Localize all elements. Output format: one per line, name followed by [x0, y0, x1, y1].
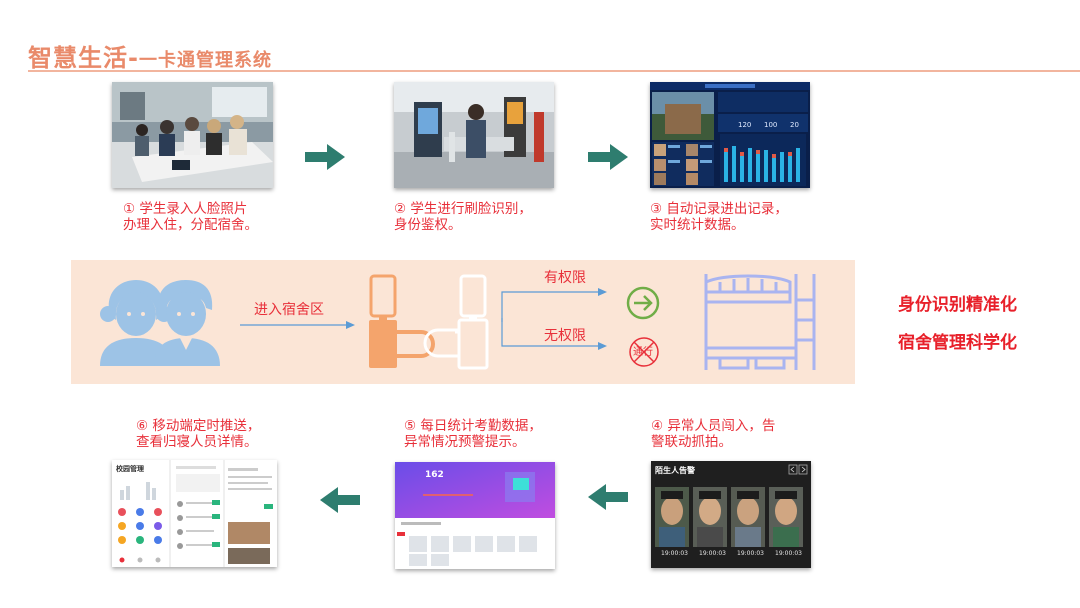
capture-time-4: 19:00:03 — [775, 550, 802, 557]
dashboard-count-1: 120 — [738, 121, 752, 129]
photo-face-gate — [394, 82, 554, 188]
stranger-alert-screenshot: 陌生人告警 19:00:03 19:00:03 19:00:03 19:00:0… — [651, 461, 811, 568]
step3-caption: ③ 自动记录进出记录， 实时统计数据。 — [650, 201, 788, 233]
no-entry-icon — [629, 337, 659, 367]
dashboard-screenshot: 120 100 20 — [650, 82, 810, 188]
has-permission-label: 有权限 — [544, 270, 586, 286]
title-sub: 一卡通管理系统 — [138, 50, 272, 71]
page-title: 智慧生活-一卡通管理系统 — [28, 38, 272, 73]
branch-arrows-icon — [501, 288, 607, 350]
flow-arrow-icon — [240, 321, 355, 329]
attendance-report-screenshot: 162 — [395, 462, 555, 569]
step4-caption: ④ 异常人员闯入，告 警联动抓拍。 — [651, 418, 776, 450]
dashboard-count-3: 20 — [790, 121, 799, 129]
no-permission-label: 无权限 — [544, 328, 586, 344]
students-icon — [100, 280, 220, 366]
title-main: 智慧生活- — [28, 44, 139, 72]
no-pass-label: 通行 — [633, 347, 653, 358]
tagline-identity: 身份识别精准化 — [898, 295, 1017, 315]
title-divider — [28, 70, 1080, 72]
capture-time-1: 19:00:03 — [661, 550, 688, 557]
step6-caption: ⑥ 移动端定时推送， 查看归寝人员详情。 — [136, 418, 261, 450]
arrow-right-icon — [305, 144, 345, 170]
arrow-right-icon — [588, 144, 628, 170]
mobile-app-screenshot: 校园管理 — [112, 460, 277, 567]
step5-caption: ⑤ 每日统计考勤数据， 异常情况预警提示。 — [404, 418, 542, 450]
mobile-app-title: 校园管理 — [116, 465, 144, 473]
arrow-left-icon — [588, 484, 628, 510]
turnstile-gate-icon — [455, 274, 489, 370]
tagline-management: 宿舍管理科学化 — [898, 333, 1017, 353]
enter-dorm-label: 进入宿舍区 — [254, 302, 324, 318]
alert-panel-title: 陌生人告警 — [655, 466, 695, 475]
attendance-value: 162 — [425, 470, 444, 480]
gate-barrier-icon — [423, 328, 458, 358]
dashboard-count-2: 100 — [764, 121, 778, 129]
step2-caption: ② 学生进行刷脸识别， 身份鉴权。 — [394, 201, 532, 233]
bunk-bed-icon — [704, 274, 816, 370]
pass-arrow-icon — [626, 286, 660, 320]
photo-registration — [112, 82, 273, 188]
face-terminal-icon — [369, 274, 435, 368]
step1-caption: ① 学生录入人脸照片 办理入住，分配宿舍。 — [123, 201, 258, 233]
capture-time-2: 19:00:03 — [699, 550, 726, 557]
capture-time-3: 19:00:03 — [737, 550, 764, 557]
arrow-left-icon — [320, 487, 360, 513]
